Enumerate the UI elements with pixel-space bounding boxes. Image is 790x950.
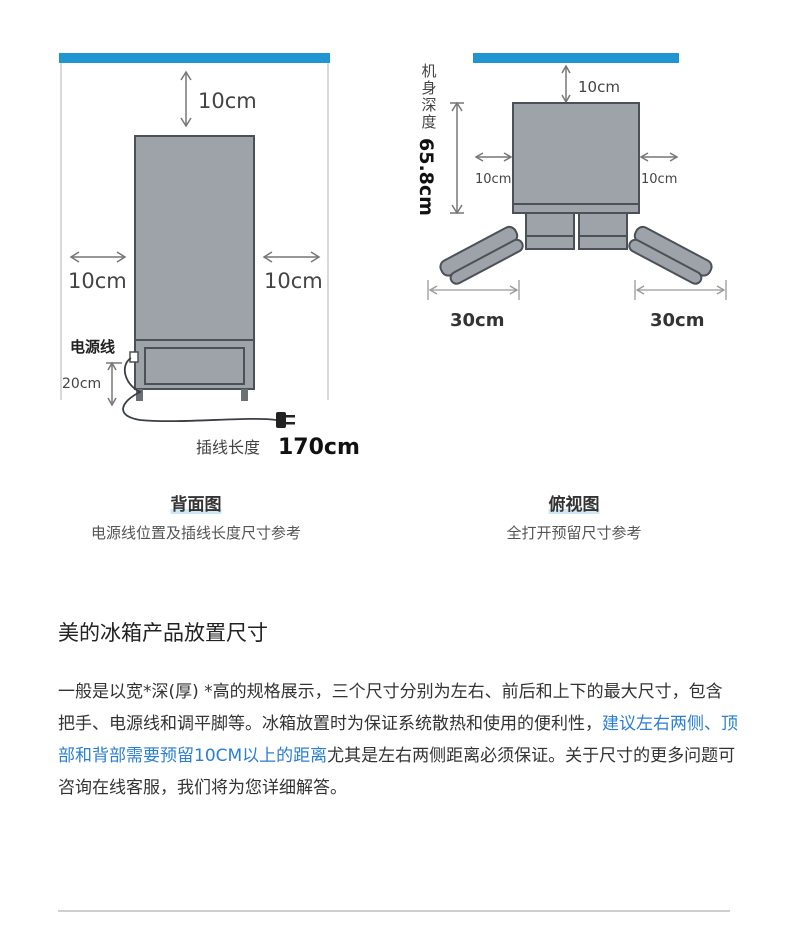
power-cord-label: 电源线 [70,338,115,356]
top-view-top-gap-arrow [561,64,571,104]
power-cord [122,357,277,423]
top-view-top-gap: 10cm [578,78,620,96]
drawer-right-bottom [578,235,628,250]
depth-arrow [450,101,464,215]
door-hinge-band [512,203,640,214]
back-view-diagram: 10cm 10cm 10cm 电源线 20cm 插线长度 170cm [59,53,360,460]
fridge-foot-left [136,389,143,401]
fridge-top-body [512,102,640,206]
back-left-gap: 10cm [68,269,127,293]
top-wall [473,53,679,63]
back-right-gap: 10cm [264,269,323,293]
fridge-foot-right [241,389,248,401]
back-right-gap-arrow [262,251,321,263]
right-swing-arrow [634,280,727,300]
fridge-back-body [134,135,255,390]
back-left-gap-arrow [69,251,127,263]
open-door-left [439,225,524,285]
top-view-right-gap: 10cm [641,172,677,187]
left-swing-arrow [427,280,520,300]
drawer-right-top [578,212,628,237]
top-view-left-gap: 10cm [475,172,511,187]
para-highlight: 建议左右两侧、顶部和背部需要预留10CM以上的距离 [58,714,738,766]
cord-height-arrow [106,361,122,407]
top-view-right-gap-arrow [639,152,679,162]
back-top-gap: 10cm [198,89,257,113]
svg-text:机身深度: 机身深度 [421,62,436,131]
top-view-title: 俯视图 [548,495,600,515]
depth-label-char: 度 [421,113,436,131]
left-swing: 30cm [450,310,504,331]
depth-label-char: 身 [421,79,436,97]
back-view-title: 背面图 [170,495,222,515]
compressor-panel [144,347,245,385]
depth-value: 65.8cm [415,138,437,216]
para-part-1: 一般是以宽*深(厚) *高的规格展示，三个尺寸分别为左右、前后和上下的最大尺寸，… [58,682,723,734]
open-door-right [628,225,713,285]
para-part-2: 尤其是左右两侧距离必须保证。关于尺寸的更多问题可咨询在线客服，我们将为您详细解答… [58,746,736,798]
cord-height: 20cm [62,376,101,392]
back-top-gap-arrow [180,70,192,128]
top-view-subtitle: 全打开预留尺寸参考 [506,524,642,542]
plug-length-label: 插线长度 [196,438,260,457]
plug-icon [276,412,295,428]
section-title: 美的冰箱产品放置尺寸 [58,621,268,645]
depth-label-char: 机 [421,62,436,80]
back-wall-top [59,53,330,63]
back-view-subtitle: 电源线位置及插线长度尺寸参考 [90,524,302,542]
drawer-left-bottom [525,235,575,250]
top-view-left-gap-arrow [474,152,513,162]
top-view-diagram: 机身深度 65.8cm 10cm 10cm [415,53,727,331]
section-paragraph: 一般是以宽*深(厚) *高的规格展示，三个尺寸分别为左右、前后和上下的最大尺寸，… [58,676,738,804]
depth-label: 机身深度 [421,62,436,131]
power-socket [129,351,139,363]
drawer-left-top [525,212,575,237]
right-swing: 30cm [650,310,704,331]
bottom-divider [58,910,730,912]
depth-label-char: 深 [421,96,436,114]
plug-length-value: 170cm [278,435,360,460]
